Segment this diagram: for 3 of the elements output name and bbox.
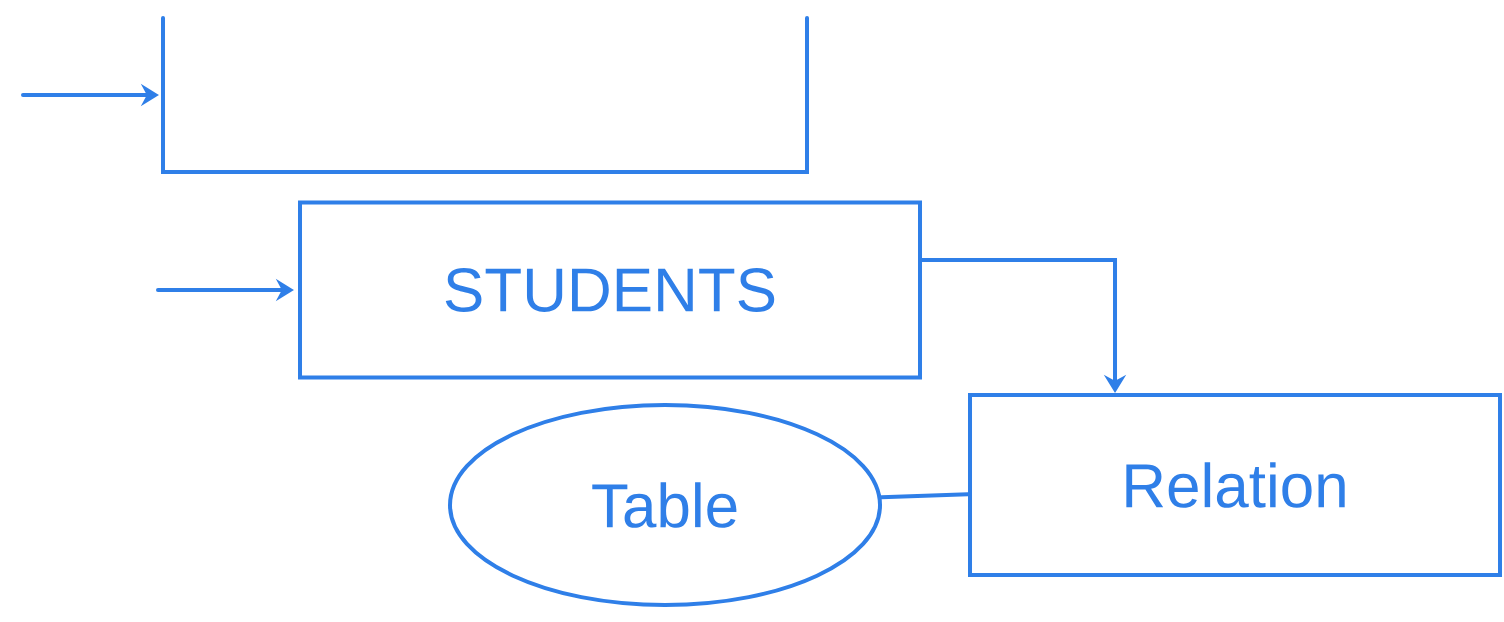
open-box bbox=[161, 16, 809, 174]
labeled-box: Relation bbox=[968, 393, 1502, 577]
labeled-box: STUDENTS bbox=[298, 200, 922, 380]
